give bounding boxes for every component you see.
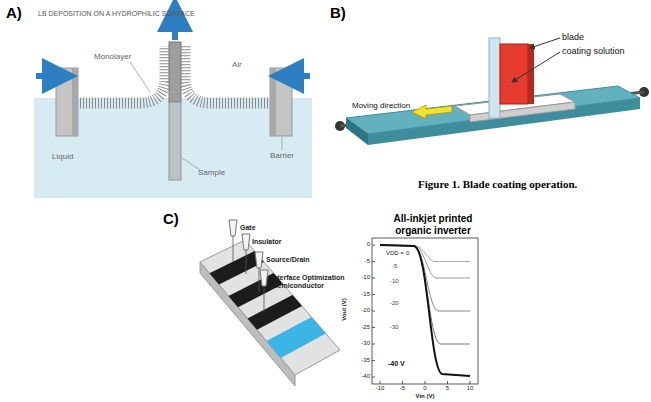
monolayer bbox=[185, 46, 268, 103]
ink-jet bbox=[264, 286, 265, 312]
part-name: Sample bbox=[198, 168, 225, 177]
tick-label: 0 bbox=[415, 385, 435, 392]
stage-end bbox=[346, 118, 368, 145]
tick-label: -15 bbox=[350, 291, 370, 298]
legend-value: -20 bbox=[390, 300, 399, 307]
barrier-side bbox=[270, 68, 276, 136]
legend-value: 0 bbox=[406, 250, 409, 257]
axis-title: Vout (V) bbox=[341, 289, 348, 329]
tick-label: -25 bbox=[350, 324, 370, 331]
tick-label: -30 bbox=[350, 340, 370, 347]
compression-arrow bbox=[286, 73, 310, 79]
ink-jet bbox=[233, 236, 234, 262]
part-name: Liquid bbox=[52, 152, 73, 161]
withdraw-arrow bbox=[172, 14, 178, 40]
leader-arrow bbox=[530, 38, 560, 48]
panel-letter: B) bbox=[330, 4, 346, 21]
ink-jet bbox=[259, 268, 260, 292]
plot-title: All-inkjet printed organic inverter bbox=[378, 213, 488, 236]
part-name: Air bbox=[232, 60, 242, 69]
layer-name: Gate bbox=[240, 224, 256, 232]
panel-letter: A) bbox=[6, 4, 22, 21]
transfer-curve bbox=[380, 245, 470, 376]
part-name: Monolayer bbox=[94, 52, 131, 61]
part-name: Barrier bbox=[270, 151, 294, 160]
sample-plate bbox=[169, 42, 181, 102]
legend-text: VDD = bbox=[386, 250, 404, 257]
axis-title: Vin (V) bbox=[405, 393, 445, 400]
panel-heading: LB DEPOSITION ON A HYDROPHILIC SURFACE bbox=[38, 10, 195, 18]
leader-line bbox=[282, 137, 283, 150]
ink-jet bbox=[246, 250, 247, 274]
tick-label: -20 bbox=[350, 307, 370, 314]
transfer-curve bbox=[380, 245, 470, 344]
tick-label: -5 bbox=[350, 258, 370, 265]
legend-value: -30 bbox=[390, 324, 399, 331]
tick-label: -5 bbox=[393, 385, 413, 392]
axis-ticks bbox=[372, 245, 470, 384]
legend-value: -5 bbox=[392, 263, 397, 270]
inkjet-nozzle bbox=[229, 220, 237, 236]
blade-body bbox=[500, 44, 528, 104]
layer-name: Insulator bbox=[252, 238, 282, 246]
inkjet-nozzle bbox=[255, 252, 263, 268]
tick-label: -40 bbox=[350, 373, 370, 380]
tick-label: 0 bbox=[350, 241, 370, 248]
tick-label: -10 bbox=[350, 274, 370, 281]
inkjet-nozzle bbox=[260, 270, 268, 286]
sample-plate-submerged bbox=[169, 102, 181, 180]
solution-holder bbox=[489, 38, 500, 118]
leader-arrow bbox=[512, 52, 560, 82]
barrier-side bbox=[72, 68, 78, 136]
blade-side bbox=[528, 44, 534, 104]
substrate-front bbox=[470, 102, 575, 122]
figure-caption: Figure 1. Blade coating operation. bbox=[418, 178, 577, 191]
tick-label: -10 bbox=[370, 385, 390, 392]
part-name: Moving direction bbox=[352, 101, 410, 110]
printed-layer bbox=[210, 251, 265, 285]
printed-layer bbox=[248, 295, 303, 330]
plot-frame bbox=[372, 238, 478, 384]
tick-label: 10 bbox=[460, 385, 480, 392]
semiconductor-layer bbox=[267, 317, 326, 358]
compression-arrow bbox=[36, 73, 60, 79]
tick-label: -35 bbox=[350, 357, 370, 364]
panel-letter: C) bbox=[163, 210, 179, 227]
tick-label: 5 bbox=[438, 385, 458, 392]
layer-name: Source/Drain bbox=[266, 256, 310, 264]
direction-arrow bbox=[412, 105, 452, 119]
layer-name: Interface Optimization /Semiconductor bbox=[271, 274, 351, 290]
legend-value: -10 bbox=[390, 278, 399, 285]
part-name: blade bbox=[562, 32, 584, 42]
inkjet-nozzle bbox=[242, 234, 250, 250]
leader-line bbox=[130, 62, 150, 92]
part-name: coating solution bbox=[562, 46, 625, 56]
leader-line bbox=[182, 158, 200, 170]
legend-value: -40 V bbox=[388, 360, 405, 368]
monolayer bbox=[80, 46, 165, 103]
